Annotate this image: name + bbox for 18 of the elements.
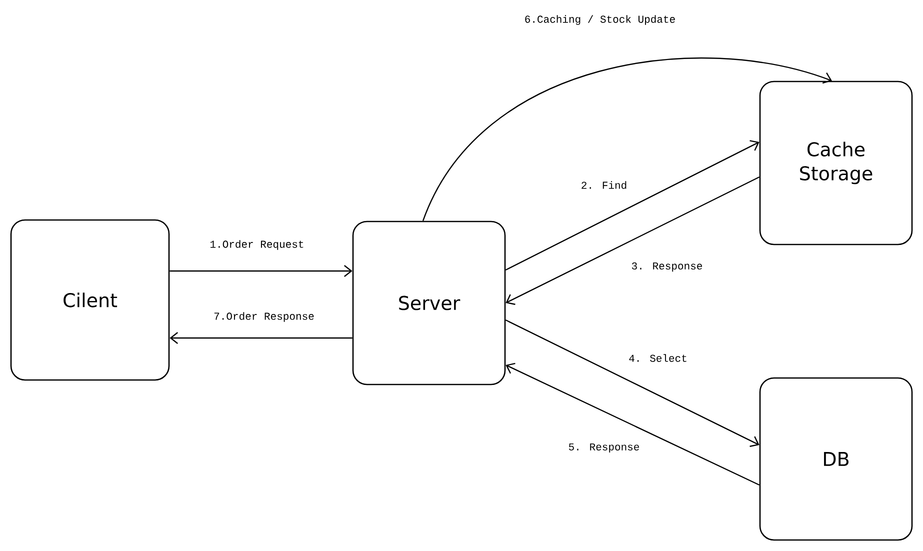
arrow	[506, 362, 760, 486]
arrow	[506, 176, 760, 305]
arrow	[505, 140, 760, 271]
edge-label: 6.Caching / Stock Update	[523, 14, 677, 26]
arrow	[170, 332, 352, 344]
edge-label: 5. Response	[567, 442, 641, 454]
edge-label: 1.Order Request	[208, 239, 306, 251]
process-box: Cache Storage	[759, 80, 913, 246]
process-box: DB	[759, 377, 913, 541]
edge-label: 2. Find	[580, 180, 628, 190]
process-box: Server	[352, 220, 506, 386]
arrow	[422, 58, 832, 222]
process-box: Cilent	[10, 219, 170, 381]
arrow	[505, 319, 760, 447]
arrow	[170, 265, 352, 277]
edge-label: 4. Select	[628, 353, 688, 363]
edge-label: 7.Order Response	[212, 311, 316, 323]
edge-label: 3. Response	[630, 261, 704, 273]
